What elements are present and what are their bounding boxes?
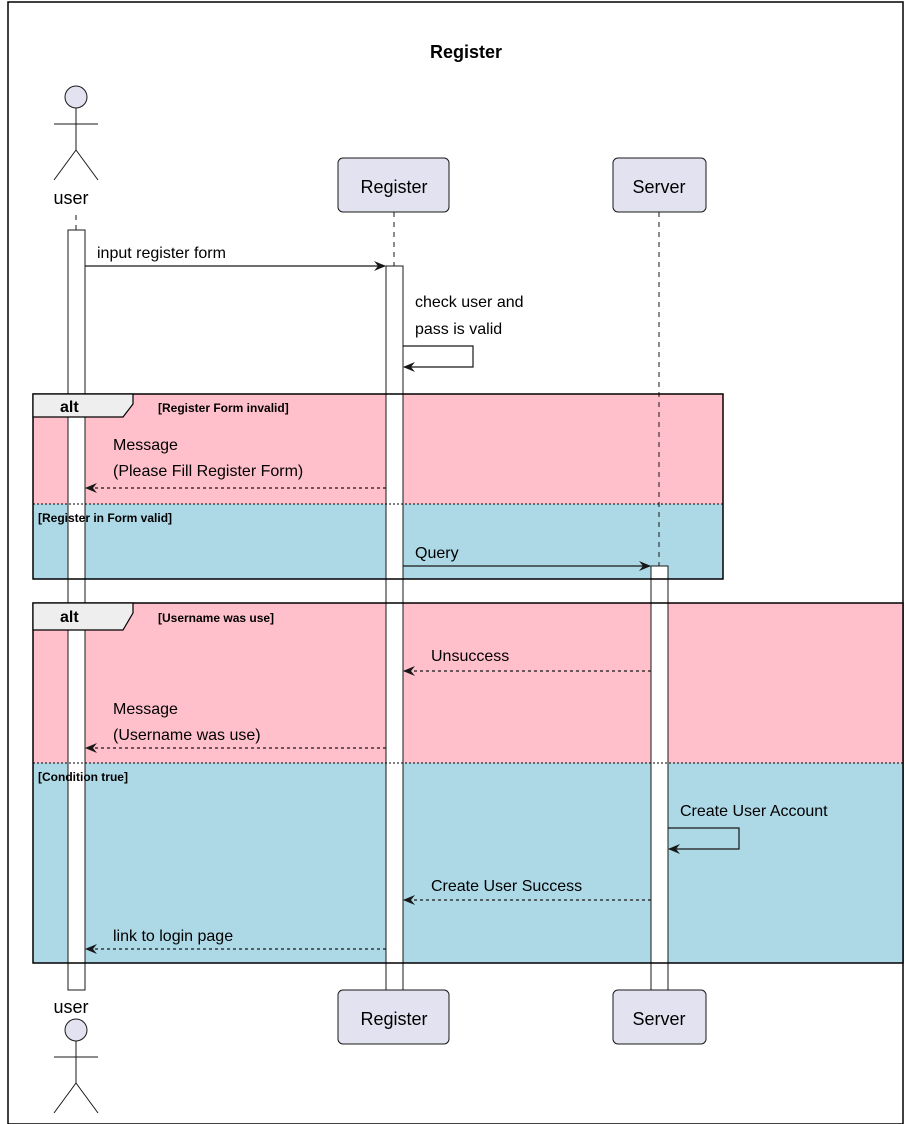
alt1-frame [32, 393, 724, 580]
msg-input-register-form: input register form [97, 245, 226, 262]
alt1-label-tab [32, 393, 134, 418]
participant-user-top: user [53, 188, 88, 208]
msg-query: Query [415, 545, 459, 562]
msg-please-fill-line2: (Please Fill Register Form) [113, 463, 303, 480]
msg-unsuccess: Unsuccess [431, 648, 509, 665]
alt2-guard-username-used: [Username was use] [158, 611, 274, 625]
diagram-title: Register [430, 42, 502, 62]
msg-username-used-line1: Message [113, 701, 178, 718]
alt2-keyword: alt [60, 609, 79, 626]
participant-register-box-bottom [337, 989, 450, 1045]
msg-check-line2: pass is valid [415, 321, 502, 338]
alt1-keyword: alt [60, 399, 79, 416]
msg-please-fill-line1: Message [113, 437, 178, 454]
msg-create-account-self-arrow [668, 827, 740, 854]
participant-register-top: Register [360, 177, 427, 197]
msg-create-success: Create User Success [431, 878, 582, 895]
alt2-guard-condition-true: [Condition true] [38, 770, 128, 784]
msg-create-account: Create User Account [680, 803, 828, 820]
register-activation [385, 265, 404, 991]
user-actor-icon-bottom [53, 1018, 99, 1114]
participant-server-top: Server [632, 177, 685, 197]
alt2-frame [32, 602, 904, 964]
alt1-section-invalid [33, 394, 723, 504]
msg-check-line1: check user and [415, 294, 524, 311]
alt1-guard-valid: [Register in Form valid] [38, 511, 172, 525]
server-activation [650, 565, 669, 991]
participant-server-bottom: Server [632, 1009, 685, 1029]
msg-link-login: link to login page [113, 928, 233, 945]
participant-register-box-top [337, 157, 450, 213]
alt2-section-username-used [33, 603, 903, 763]
participant-register-bottom: Register [360, 1009, 427, 1029]
msg-check-self-arrow [403, 345, 474, 372]
alt1-guard-invalid: [Register Form invalid] [158, 401, 289, 415]
alt2-section-condition-true [33, 763, 903, 963]
msg-username-used-line2: (Username was use) [113, 727, 261, 744]
user-actor-icon-top [53, 85, 99, 181]
alt2-label-tab [32, 602, 134, 631]
participant-server-box-top [612, 157, 707, 213]
participant-server-box-bottom [612, 989, 707, 1045]
participant-user-bottom: user [53, 997, 88, 1017]
